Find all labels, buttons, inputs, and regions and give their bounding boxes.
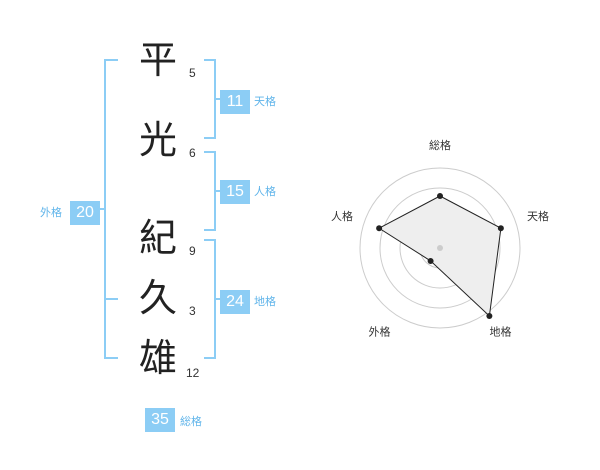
tenkaku-value: 11 [220,90,250,114]
radar-polygon [378,195,502,318]
gaikaku-bracket-connector [98,208,106,210]
name-char-4: 久 [138,276,177,320]
stroke-count-2: 6 [189,146,196,160]
jinkaku-label: 人格 [254,185,276,198]
name-char-5: 雄 [138,336,177,380]
radar-point-2 [486,312,493,319]
soukaku-label: 総格 [180,415,202,428]
jinkaku-bracket-tick [216,190,222,192]
chikaku-value: 24 [220,290,250,314]
stroke-count-4: 3 [189,304,196,318]
radar-ring-4 [359,167,521,329]
radar-ring-3 [379,187,501,309]
gaikaku-label: 外格 [40,206,62,219]
gaikaku-bracket [104,59,118,359]
radar-axis-label-2: 地格 [490,324,512,338]
jinkaku-bracket [204,151,216,231]
radar-point-0 [437,193,443,199]
jinkaku-value: 15 [220,180,250,204]
gaikaku-bracket-tick [104,298,118,300]
name-char-1: 平 [138,38,177,82]
chikaku-bracket-tick [216,298,222,300]
radar-axis-label-3: 外格 [368,324,390,338]
radar-point-4 [376,225,383,232]
radar-axis-label-4: 人格 [331,209,353,223]
name-char-3: 紀 [138,216,177,260]
tenkaku-bracket-tick [216,98,222,100]
radar-axis-label-1: 天格 [527,209,549,223]
tenkaku-bracket [204,59,216,139]
radar-points [376,193,504,319]
chikaku-bracket [204,239,216,359]
radar-axis-label-0: 総格 [429,138,451,152]
tenkaku-label: 天格 [254,95,276,108]
stroke-count-3: 9 [189,244,196,258]
soukaku-value: 35 [145,408,175,432]
stroke-count-1: 5 [189,66,196,80]
chikaku-label: 地格 [254,295,276,308]
radar-point-3 [427,257,434,264]
radar-point-1 [497,225,504,232]
stroke-count-5: 12 [186,366,200,380]
radar-center-dot [437,245,443,251]
name-char-2: 光 [138,118,177,162]
gaikaku-value: 20 [70,201,100,225]
